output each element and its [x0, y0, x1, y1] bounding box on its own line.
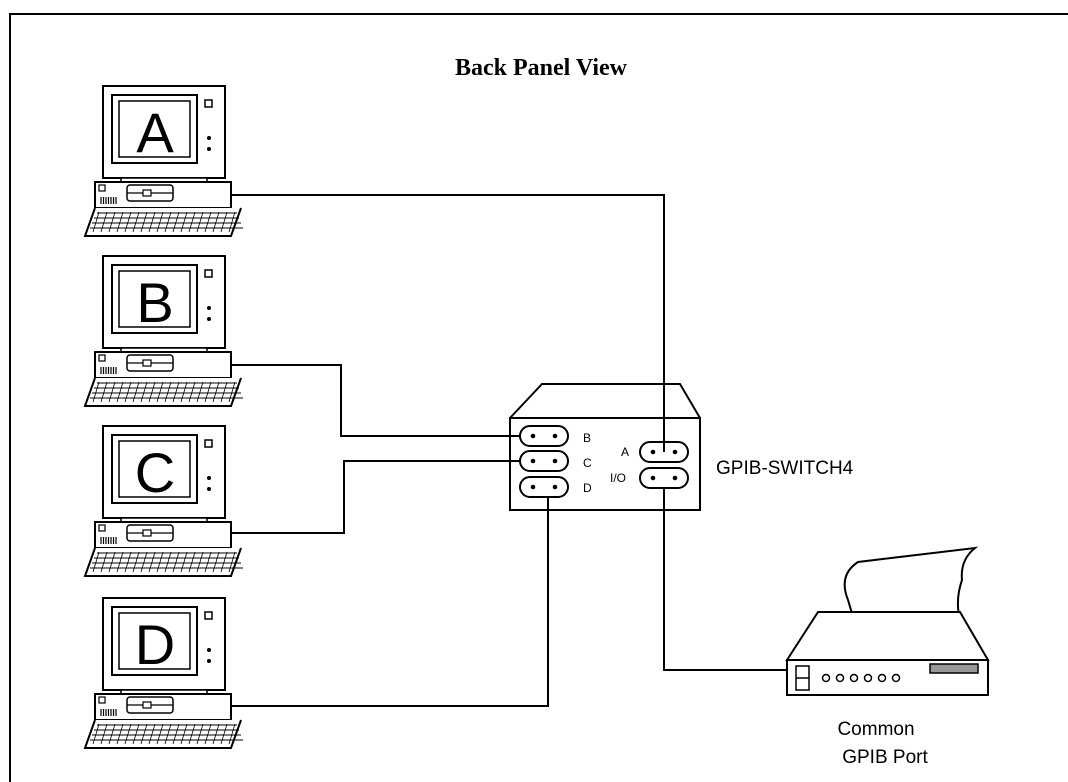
port-io-label: I/O — [610, 471, 626, 485]
port-c-label: C — [583, 456, 592, 470]
port-c — [519, 450, 569, 472]
computer-c: C — [84, 425, 244, 577]
cable-b — [231, 364, 520, 437]
port-a-label: A — [621, 445, 629, 459]
frame-border — [9, 13, 1068, 782]
gpib-switch-box: B C D A I/O — [509, 383, 701, 511]
port-b-label: B — [583, 431, 591, 445]
computer-d: D — [84, 597, 244, 749]
cable-c — [231, 460, 520, 534]
computer-b: B — [84, 255, 244, 407]
switch-label: GPIB-SWITCH4 — [716, 458, 854, 479]
port-io — [639, 467, 689, 489]
printer — [785, 546, 990, 696]
cable-a — [231, 194, 665, 452]
computer-d-letter: D — [135, 613, 175, 676]
computer-a: A — [84, 85, 244, 237]
cable-io — [663, 488, 787, 671]
computer-c-letter: C — [135, 441, 175, 504]
cables — [231, 194, 787, 707]
port-b — [519, 425, 569, 447]
port-d — [519, 476, 569, 498]
printer-label-line2: GPIB Port — [842, 747, 928, 768]
port-d-label: D — [583, 481, 592, 495]
printer-label-line1: Common — [837, 719, 914, 740]
computer-a-letter: A — [136, 101, 174, 164]
computer-b-letter: B — [136, 271, 173, 334]
cable-d — [231, 497, 549, 707]
diagram-title: Back Panel View — [455, 55, 628, 81]
